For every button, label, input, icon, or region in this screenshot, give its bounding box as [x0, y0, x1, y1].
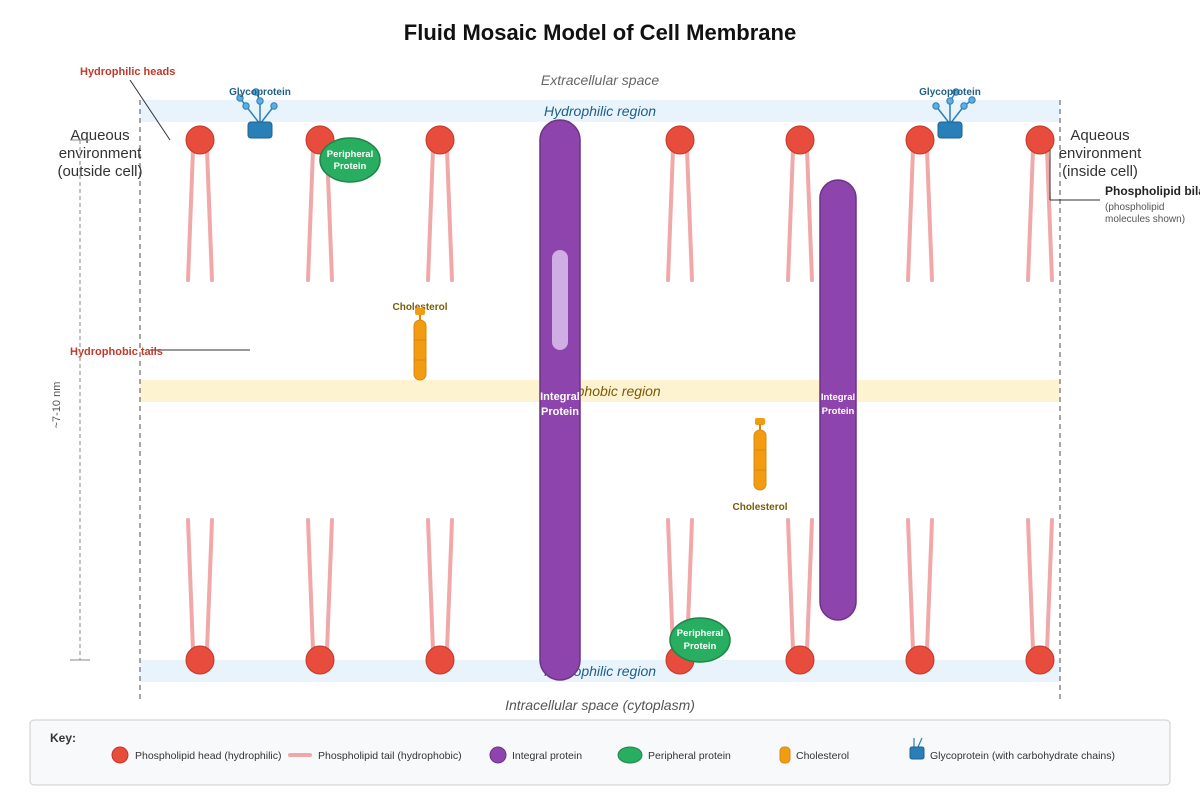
integral-protein-2: Integral Protein — [819, 179, 857, 621]
peripheral-protein-top: Peripheral Protein — [319, 137, 381, 183]
phospholipid-bottom-7 — [1025, 518, 1055, 675]
integral-protein-1-label-line1: Integral — [540, 391, 580, 403]
phospholipid-top-3 — [425, 125, 455, 282]
peripheral-protein-bottom: Peripheral Protein — [669, 617, 731, 663]
cholesterol-2: Cholesterol — [732, 418, 788, 513]
extracellular-label: Extracellular space — [541, 72, 659, 88]
diagram-title: Fluid Mosaic Model of Cell Membrane — [404, 20, 796, 45]
cholesterol-1: Cholesterol — [392, 302, 448, 381]
legend-peripheral-label: Peripheral protein — [648, 750, 731, 762]
hydrophilic-region-top-label: Hydrophilic region — [544, 103, 656, 119]
bilayer-note-line2: molecules shown) — [1105, 214, 1185, 225]
top-leaflet — [185, 125, 1055, 282]
integral-protein-2-label-line1: Integral — [821, 392, 855, 403]
phospholipid-top-6 — [905, 125, 935, 282]
legend-tail-label: Phospholipid tail (hydrophobic) — [318, 750, 462, 762]
phospholipid-top-5 — [785, 125, 815, 282]
right-aqueous-label-line2: environment — [1059, 145, 1142, 162]
cholesterol-1-label: Cholesterol — [392, 302, 447, 313]
legend-integral-swatch — [489, 746, 507, 764]
intracellular-label: Intracellular space (cytoplasm) — [505, 697, 695, 713]
phospholipid-top-1 — [185, 125, 215, 282]
phospholipid-top-7 — [1025, 125, 1055, 282]
bilayer-label: Phospholipid bilayer — [1105, 184, 1200, 198]
phospholipid-bottom-1 — [185, 518, 215, 675]
legend-cholesterol-label: Cholesterol — [796, 750, 849, 762]
integral-protein-1: Integral Protein — [539, 119, 581, 681]
left-aqueous-label-line3: (outside cell) — [57, 163, 142, 180]
integral-protein-2-label-line2: Protein — [822, 406, 855, 417]
peripheral-protein-top-label-line2: Protein — [334, 161, 367, 172]
glycoprotein-right-label: Glycoprotein — [919, 87, 981, 98]
legend-head-swatch — [111, 746, 129, 764]
bilayer-note-line1: (phospholipid — [1105, 202, 1165, 213]
glycoprotein-right: Glycoprotein — [919, 87, 981, 139]
hydrophobic-tails-label: Hydrophobic tails — [70, 346, 163, 358]
thickness-label: ~7-10 nm — [51, 382, 63, 429]
phospholipid-bottom-6 — [905, 518, 935, 675]
hydrophilic-heads-label: Hydrophilic heads — [80, 66, 175, 78]
phospholipid-bottom-5 — [785, 518, 815, 675]
legend-head-label: Phospholipid head (hydrophilic) — [135, 750, 282, 762]
glycoprotein-left-label: Glycoprotein — [229, 87, 291, 98]
hydrophilic-heads-pointer — [129, 79, 171, 141]
legend-peripheral-swatch — [617, 746, 643, 764]
hydrophilic-band-bottom — [140, 660, 1060, 682]
phospholipid-bottom-2 — [305, 518, 335, 675]
legend-glycoprotein-icon — [909, 737, 925, 760]
left-aqueous-label-line2: environment — [59, 145, 142, 162]
right-aqueous-label-line3: (inside cell) — [1062, 163, 1138, 180]
legend-integral-label: Integral protein — [512, 750, 582, 762]
hydrophilic-band-top — [140, 100, 1060, 122]
bottom-leaflet — [185, 518, 1055, 675]
legend: Key: Phospholipid head (hydrophilic) Pho… — [29, 719, 1171, 786]
right-aqueous-label-line1: Aqueous — [1070, 127, 1129, 144]
legend-heading: Key: — [50, 731, 76, 745]
cholesterol-2-label: Cholesterol — [732, 502, 787, 513]
integral-protein-1-label-line2: Protein — [541, 406, 579, 418]
glycoprotein-left: Glycoprotein — [229, 87, 291, 139]
legend-box — [29, 719, 1171, 786]
peripheral-protein-bottom-label-line1: Peripheral — [677, 628, 723, 639]
legend-glycoprotein-label: Glycoprotein (with carbohydrate chains) — [930, 750, 1115, 762]
left-aqueous-label-line1: Aqueous — [70, 127, 129, 144]
phospholipid-top-4 — [665, 125, 695, 282]
legend-cholesterol-swatch — [779, 746, 791, 764]
phospholipid-bottom-3 — [425, 518, 455, 675]
integral-protein-channel — [552, 250, 568, 350]
peripheral-protein-bottom-label-line2: Protein — [684, 641, 717, 652]
peripheral-protein-top-label-line1: Peripheral — [327, 149, 373, 160]
